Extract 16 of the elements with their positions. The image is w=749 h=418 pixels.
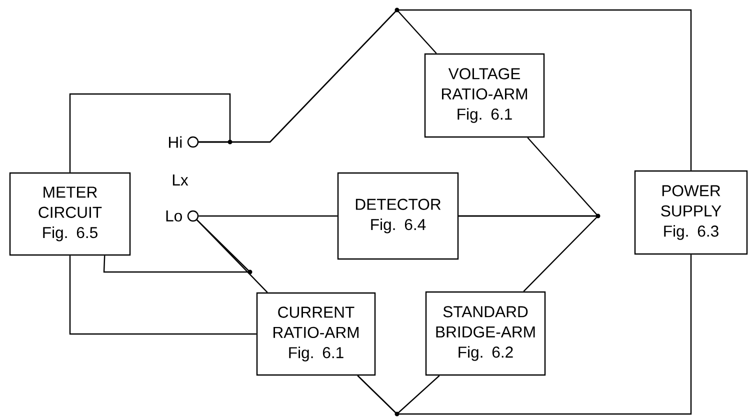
connector-line bbox=[69, 93, 231, 172]
block-box: POWER SUPPLY Fig. 6.3 bbox=[634, 170, 748, 255]
terminal-label: Hi bbox=[169, 136, 182, 148]
block-box: DETECTOR Fig. 6.4 bbox=[337, 172, 459, 260]
connector-line bbox=[69, 256, 256, 335]
connector-line bbox=[198, 215, 338, 217]
block-box: CURRENT RATIO-ARM Fig. 6.1 bbox=[256, 292, 376, 376]
connector-line bbox=[458, 215, 600, 292]
connector-line bbox=[357, 254, 692, 415]
block-box: STANDARD BRIDGE-ARM Fig. 6.2 bbox=[425, 291, 546, 376]
terminal-label: Lo bbox=[166, 210, 182, 222]
component-label: Lx bbox=[172, 174, 188, 186]
connector-line bbox=[196, 220, 268, 293]
block-box: METER CIRCUIT Fig. 6.5 bbox=[9, 172, 131, 256]
connector-line bbox=[198, 9, 692, 170]
block-box: VOLTAGE RATIO-ARM Fig. 6.1 bbox=[424, 53, 545, 138]
